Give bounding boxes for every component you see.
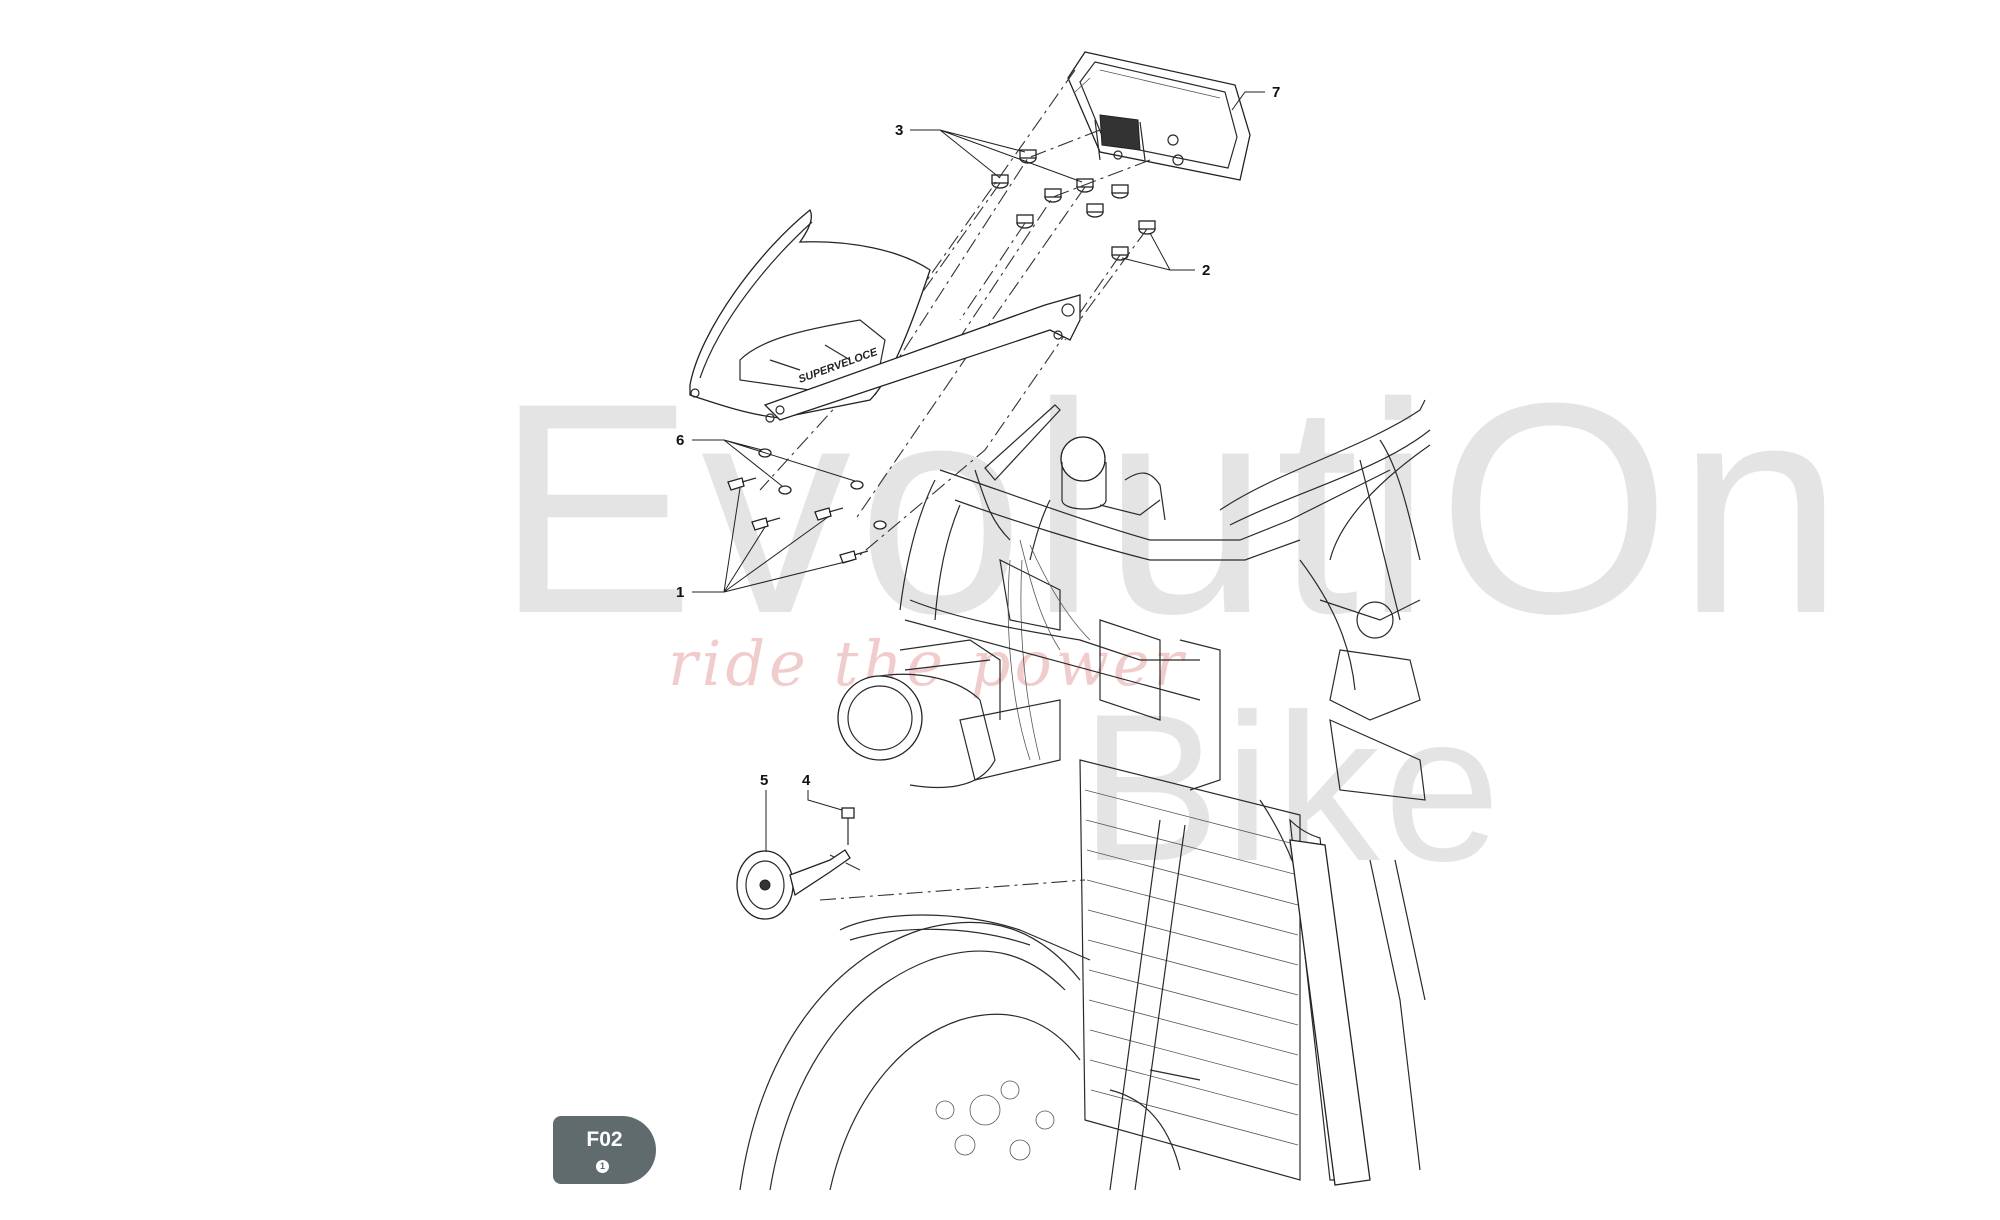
callout-5: 5 bbox=[760, 772, 768, 789]
horn-bolt bbox=[841, 807, 855, 845]
nut bbox=[1086, 203, 1104, 218]
instrument-cluster bbox=[1067, 51, 1251, 181]
front-wheel bbox=[739, 921, 1201, 1191]
callout-2: 2 bbox=[1202, 262, 1210, 279]
screw bbox=[727, 477, 757, 491]
screw bbox=[814, 507, 844, 521]
callout-leaders bbox=[692, 91, 1265, 852]
grommet bbox=[1111, 184, 1129, 199]
fork-leg-right bbox=[1289, 839, 1371, 1186]
callout-3: 3 bbox=[895, 122, 903, 139]
watermark-slogan: ride the power bbox=[668, 627, 1187, 700]
instrument-connector bbox=[1099, 114, 1141, 151]
callout-labels: 3 7 2 6 1 5 4 bbox=[676, 84, 1280, 789]
page-badge: F02 1 bbox=[553, 1116, 656, 1184]
washer bbox=[850, 480, 864, 490]
watermark-subtitle: Bike bbox=[1080, 670, 1505, 905]
motorcycle-front-drawing bbox=[739, 399, 1431, 1191]
radiator bbox=[1079, 759, 1301, 1181]
callout-6: 6 bbox=[676, 432, 684, 449]
callout-1: 1 bbox=[676, 584, 684, 601]
page-code: F02 bbox=[586, 1128, 623, 1151]
nut bbox=[1138, 220, 1156, 235]
washer bbox=[778, 485, 792, 495]
nut bbox=[1044, 188, 1062, 203]
grommet bbox=[1019, 149, 1037, 164]
headlight bbox=[837, 639, 1061, 789]
fairing-windscreen: SUPERVELOCE bbox=[689, 208, 1081, 423]
fairing-bracket bbox=[763, 294, 1081, 421]
watermark: EvolutiOn Bike ride the power bbox=[495, 340, 1844, 905]
callout-4: 4 bbox=[802, 772, 811, 789]
nut bbox=[1016, 214, 1034, 229]
brake-reservoir-cap bbox=[1060, 436, 1106, 482]
screw bbox=[751, 517, 781, 531]
grommets-and-nuts bbox=[991, 149, 1156, 261]
horn bbox=[736, 849, 851, 920]
washer bbox=[873, 520, 887, 530]
page-sub-number: 1 bbox=[596, 1160, 609, 1173]
callout-7: 7 bbox=[1272, 84, 1280, 101]
